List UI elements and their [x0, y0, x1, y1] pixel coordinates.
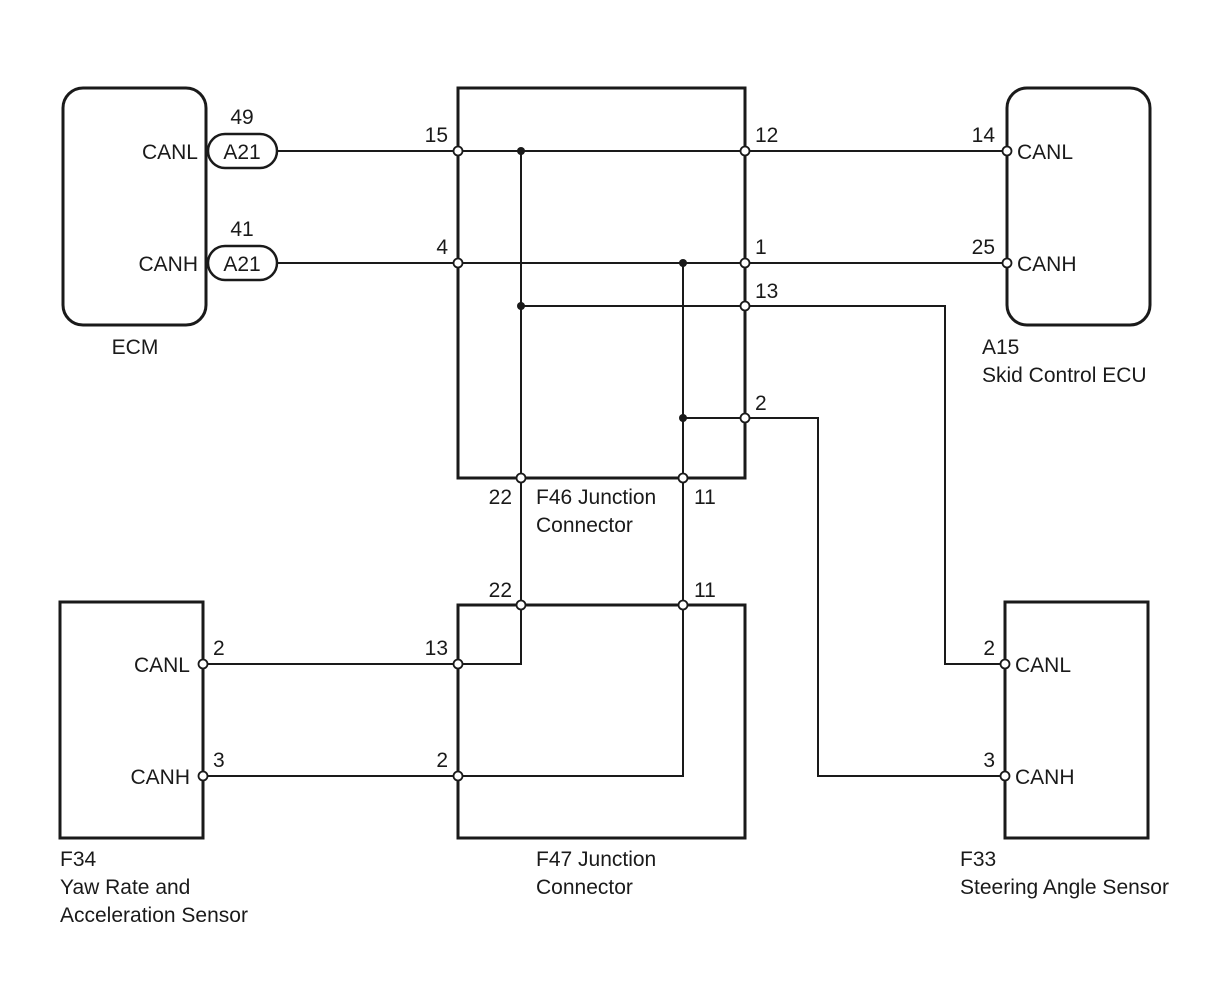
- wire-f47-canl-internal: [458, 605, 522, 665]
- pin-terminal: [452, 658, 464, 670]
- steering-name: Steering Angle Sensor: [960, 876, 1169, 899]
- skid-pin-canh: 25: [972, 236, 995, 259]
- ecm-box: [61, 86, 208, 327]
- steering-canh-label: CANH: [1015, 766, 1075, 789]
- pin-terminal: [515, 599, 527, 611]
- connector-a21-canh-label: A21: [223, 253, 260, 276]
- pin-terminal: [197, 658, 209, 670]
- ecm-canl-label: CANL: [142, 141, 198, 164]
- pin-terminal: [999, 770, 1011, 782]
- wires: [203, 150, 1007, 777]
- ecm-pin-canh: 41: [230, 218, 253, 241]
- pin-terminals: [197, 145, 1013, 782]
- pin-terminal: [452, 145, 464, 157]
- splice-dot: [517, 302, 525, 310]
- pin-terminal: [1001, 257, 1013, 269]
- pin-terminal: [739, 300, 751, 312]
- f46-pin-11: 11: [694, 486, 716, 509]
- f47-pin-2: 2: [436, 749, 448, 772]
- wire-steering-canh: [745, 417, 1005, 777]
- pin-terminal: [677, 599, 689, 611]
- skid-canh-label: CANH: [1017, 253, 1077, 276]
- splice-dot: [517, 147, 525, 155]
- f47-title: F47 Junction: [536, 848, 656, 871]
- f46-title-line2: Connector: [536, 514, 633, 537]
- f47-junction-connector-box: [456, 603, 747, 840]
- steering-pin-canh: 3: [983, 749, 995, 772]
- steering-angle-sensor-box: [1003, 600, 1150, 840]
- pin-terminal: [197, 770, 209, 782]
- yaw-name-line1: Yaw Rate and: [60, 876, 190, 899]
- f47-pin-11: 11: [694, 579, 716, 602]
- yaw-canh-label: CANH: [130, 766, 190, 789]
- skid-control-ecu-box: [1005, 86, 1152, 327]
- skid-name: Skid Control ECU: [982, 364, 1147, 387]
- pin-terminal: [739, 145, 751, 157]
- f46-pin-22: 22: [489, 486, 512, 509]
- pin-terminal: [739, 257, 751, 269]
- pin-terminal: [739, 412, 751, 424]
- f46-pin-2: 2: [755, 392, 767, 415]
- pin-terminal: [452, 257, 464, 269]
- steering-canl-label: CANL: [1015, 654, 1071, 677]
- connector-a21-canl: [206, 132, 279, 170]
- pin-terminal: [452, 770, 464, 782]
- pin-terminal: [677, 472, 689, 484]
- ecm-name: ECM: [112, 336, 159, 359]
- yaw-name-line2: Acceleration Sensor: [60, 904, 248, 927]
- yaw-canl-label: CANL: [134, 654, 190, 677]
- skid-canl-label: CANL: [1017, 141, 1073, 164]
- ecm-pin-canl: 49: [230, 106, 253, 129]
- pin-terminal: [999, 658, 1011, 670]
- yaw-pin-canl: 2: [213, 637, 225, 660]
- f46-title: F46 Junction: [536, 486, 656, 509]
- steering-code: F33: [960, 848, 996, 871]
- splice-dot: [679, 414, 687, 422]
- f46-junction-connector-box: [456, 86, 747, 480]
- f46-pin-15: 15: [425, 124, 448, 147]
- skid-code: A15: [982, 336, 1019, 359]
- f47-pin-22: 22: [489, 579, 512, 602]
- pin-terminal: [1001, 145, 1013, 157]
- f46-pin-13: 13: [755, 280, 778, 303]
- pin-terminal: [515, 472, 527, 484]
- f46-pin-4: 4: [436, 236, 448, 259]
- connector-a21-canl-label: A21: [223, 141, 260, 164]
- yaw-code: F34: [60, 848, 97, 871]
- f47-pin-13: 13: [425, 637, 448, 660]
- connector-a21-canh: [206, 244, 279, 282]
- yaw-pin-canh: 3: [213, 749, 225, 772]
- f47-title-line2: Connector: [536, 876, 633, 899]
- skid-pin-canl: 14: [972, 124, 996, 147]
- splice-dot: [679, 259, 687, 267]
- wire-f47-canh-internal: [458, 605, 684, 777]
- yaw-rate-sensor-box: [58, 600, 205, 840]
- ecm-canh-label: CANH: [138, 253, 198, 276]
- wire-steering-canl: [745, 305, 1005, 665]
- f46-pin-1: 1: [755, 236, 767, 259]
- f46-pin-12: 12: [755, 124, 778, 147]
- steering-pin-canl: 2: [983, 637, 995, 660]
